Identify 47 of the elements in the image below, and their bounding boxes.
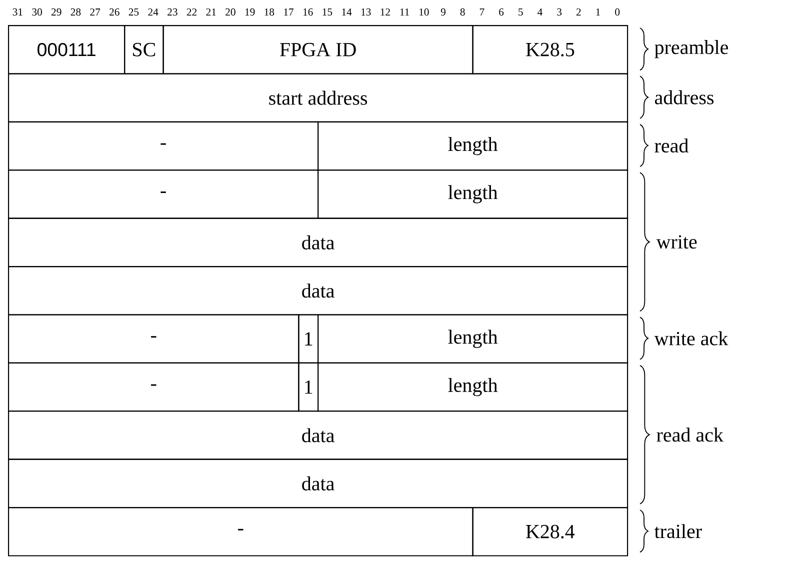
bit-number: 4 [538, 8, 542, 16]
group-label: write ack [654, 331, 728, 346]
group-label: address [655, 90, 714, 104]
bit-number: 22 [186, 8, 197, 16]
field-cell: K28.4 [472, 507, 628, 556]
bit-number: 1 [596, 8, 600, 16]
group-label: trailer [654, 524, 702, 538]
group-label: read [654, 138, 688, 153]
field-cell: data [8, 410, 628, 460]
bit-number: 9 [440, 8, 446, 16]
field-cell: length [318, 121, 628, 171]
field-cell: data [8, 458, 628, 508]
field-cell: FPGA ID [162, 25, 474, 74]
bit-number: 25 [128, 8, 139, 16]
bit-number: 5 [518, 8, 523, 16]
bit-number: 17 [284, 8, 294, 16]
bit-number: 21 [206, 8, 216, 16]
group-label: write [656, 235, 697, 249]
field-cell: SC [124, 25, 164, 74]
bit-number: 6 [499, 8, 504, 16]
bit-number: 11 [400, 8, 410, 16]
bit-number: 23 [168, 8, 178, 16]
group-label: preamble [654, 40, 728, 58]
group-label: read ack [656, 428, 724, 442]
bit-number: 24 [148, 8, 158, 16]
field-cell: data [8, 218, 628, 268]
field-cell: length [318, 314, 628, 364]
field-cell: length [318, 362, 628, 412]
field-cell: K28.5 [472, 25, 628, 74]
field-cell: 1 [298, 314, 319, 364]
field-cell: - [8, 507, 474, 556]
bit-number: 12 [380, 8, 390, 16]
field-cell: - [8, 121, 319, 171]
field-cell: - [8, 170, 319, 219]
field-cell: 1 [298, 362, 319, 412]
bit-number: 8 [460, 8, 465, 16]
field-cell: data [8, 266, 628, 316]
bit-number: 2 [576, 8, 581, 16]
bit-number: 27 [90, 8, 100, 16]
bit-number: 26 [110, 8, 120, 16]
field-cell: 000111 [8, 25, 126, 74]
bit-number: 14 [342, 8, 352, 16]
field-cell: start address [8, 73, 628, 122]
field-cell: - [8, 314, 300, 364]
bit-number: 7 [480, 8, 484, 16]
field-cell: length [318, 170, 628, 219]
field-cell: - [8, 362, 300, 412]
